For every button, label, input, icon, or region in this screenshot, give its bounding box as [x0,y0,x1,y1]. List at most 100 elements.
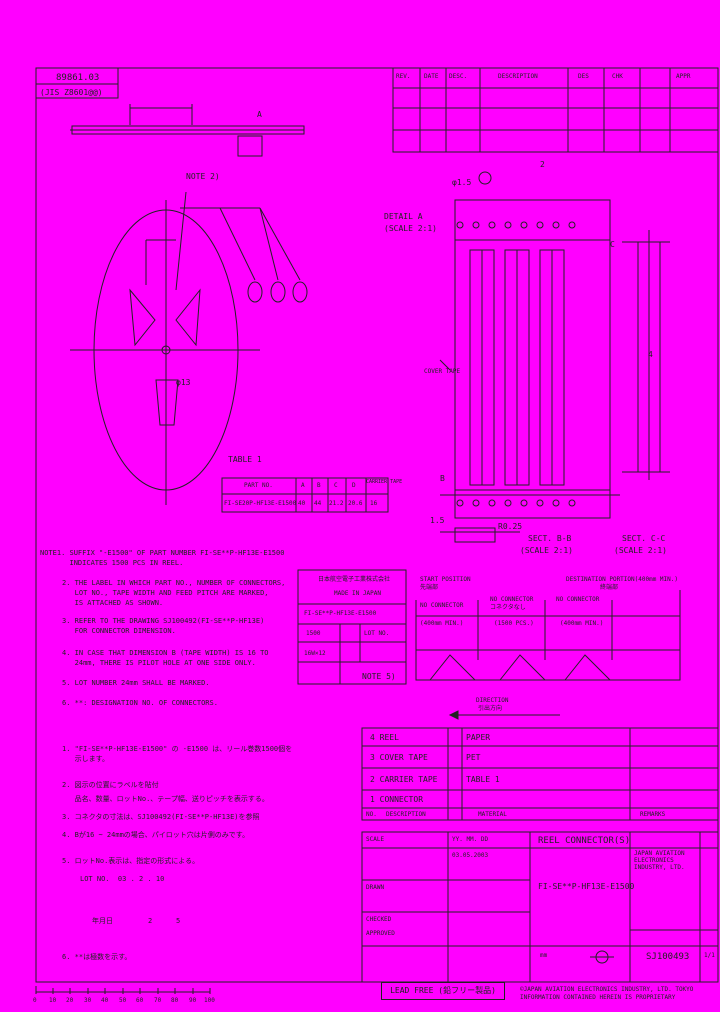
segment-end: DESTINATION PORTION(400mm MIN.) [566,576,678,583]
table1-header-a: A [301,482,305,489]
note-line: FOR CONNECTOR DIMENSION. [62,627,176,635]
segment-no-connector: NO CONNECTOR [420,602,464,609]
description-header: DESCRIPTION [498,73,538,80]
label-made-in: MADE IN JAPAN [334,590,381,597]
ruler-tick: 40 [101,997,109,1004]
cover-tape-callout: COVER TAPE [424,368,461,375]
tb-approved: APPROVED [366,930,395,937]
label-lot: LOT NO. [364,630,390,637]
note2-callout: NOTE 2) [186,172,220,181]
doc-ref: (JIS Z8601@@) [40,88,103,97]
note-jp-line: 示します。 [62,755,109,763]
lead-free-stamp: LEAD FREE (鉛フリー製品) [381,982,505,1000]
note-line: LOT NO., TAPE WIDTH AND FEED PITCH ARE M… [62,589,269,597]
ruler-tick: 10 [49,997,57,1004]
table1-header-c: C [334,482,338,489]
sect-cc-scale: (SCALE 2:1) [614,546,667,555]
segment-no-connector-3: NO CONNECTOR [556,596,600,603]
date-header: DATE [424,73,439,80]
ruler-tick: 90 [189,997,197,1004]
part-row-2-material: TABLE 1 [466,775,500,784]
part-row-4-material: PAPER [466,733,491,742]
ruler-tick: 20 [66,997,74,1004]
table1-cell-part: FI-SE20P-HF13E-E1500 [224,500,297,507]
table1-header-d: D [352,482,356,489]
note-jp-line: 品名、数量、ロットNo.、テープ幅、送りピッチを表示する。 [62,795,269,803]
note-jp-line: 6. **は極数を示す。 [62,953,132,961]
ruler-tick: 30 [84,997,92,1004]
table1-cell-c: 21.2 [329,500,344,507]
segment-2: (1500 PCS.) [494,620,534,627]
ruler-tick: 100 [204,997,215,1004]
part-row-1: 1 CONNECTOR [370,795,424,804]
table1-cell-w: 16 [370,500,378,507]
segment-no-connector-2: NO CONNECTOR [490,596,534,603]
label-c: C [610,240,615,249]
note-line: 4. IN CASE THAT DIMENSION B (TAPE WIDTH)… [62,649,269,657]
tb-company: JAPAN AVIATION ELECTRONICS INDUSTRY, LTD… [634,850,685,871]
note-jp-line: 3. コネクタの寸法は、SJ100492(FI-SE**P-HF13E)を参照 [62,813,260,821]
label-b: B [440,474,445,483]
table1-title: TABLE 1 [228,455,262,464]
ruler-tick: 70 [154,997,162,1004]
sect-bb-title: SECT. B-B [528,534,572,543]
tb-title: REEL CONNECTOR(S) [538,836,631,846]
note-jp-line: 2. 図示の位置にラベルを貼付 [62,781,159,789]
label-part-no: FI-SE**P-HF13E-E1500 [304,610,377,617]
note-line: 24mm, THERE IS PILOT HOLE AT ONE SIDE ON… [62,659,256,667]
ruler-tick: 50 [119,997,127,1004]
note-jp-line: 5. ロットNo.表示は、指定の形式による。 [62,857,200,865]
appr-header: APPR [676,73,691,80]
lot-format: LOT NO. 03 . 2 . 10 [80,875,165,883]
dim-phi1-5: φ1.5 [452,178,472,187]
tb-dates: YY. MM. DD [452,836,489,843]
segment-1: (400mm MIN.) [420,620,464,627]
table1-cell-b: 44 [314,500,322,507]
sect-cc-title: SECT. C-C [622,534,666,543]
part-row-3: 3 COVER TAPE [370,753,428,762]
dim-1-5: 1.5 [430,516,445,525]
parts-header-no: NO. [366,811,377,818]
detail-a-title: DETAIL A [384,212,423,221]
table1-cell-d: 20.6 [348,500,363,507]
label-a: A [257,110,262,119]
table1-header-part: PART NO. [244,482,273,489]
segment-start: START POSITION [420,576,471,583]
sect-bb-scale: (SCALE 2:1) [520,546,573,555]
ruler-tick: 0 [33,997,37,1004]
segment-3: (400mm MIN.) [560,620,604,627]
note-line: 6. **: DESIGNATION NO. OF CONNECTORS. [62,699,218,707]
note5-callout: NOTE 5) [362,672,396,681]
note-line: NOTE1. SUFFIX "-E1500" OF PART NUMBER FI… [40,549,285,557]
part-row-3-material: PET [466,753,481,762]
note-line: INDICATES 1500 PCS IN REEL. [40,559,184,567]
des-header: DES [578,73,589,80]
desc-header: DESC. [449,73,468,80]
rev-header: REV. [396,73,411,80]
tb-checked: CHECKED [366,916,392,923]
ruler-tick: 60 [136,997,144,1004]
lot-sub-5: 5 [176,917,181,925]
label-tape: 16W×12 [304,650,326,657]
label-company-jp: 日本航空電子工業株式会社 [318,576,391,583]
direction-jp: 引出方向 [478,705,503,712]
dim-4: 4 [648,350,653,359]
dim-r0-25: R0.25 [498,522,523,531]
tb-part-no: FI-SE**P-HF13E-E1500 [538,882,635,891]
tb-footer-2: INFORMATION CONTAINED HEREIN IS PROPRIET… [520,994,676,1001]
part-row-4: 4 REEL [370,733,399,742]
tb-drawing-no: SJ100493 [646,952,690,962]
parts-header-material: MATERIAL [478,811,507,818]
tb-drawn: DRAWN [366,884,385,891]
ruler-tick: 80 [171,997,179,1004]
part-row-2: 2 CARRIER TAPE [370,775,438,784]
tb-sheet: 1/1 [704,952,715,959]
tb-scale: SCALE [366,836,385,843]
note-line: 5. LOT NUMBER 24mm SHALL BE MARKED. [62,679,210,687]
note-jp-line: 4. Bが16 ~ 24mmの場合、パイロット穴は片側のみです。 [62,831,250,839]
lot-sub-2: 2 [148,917,153,925]
tb-units: mm [540,952,548,959]
note-jp-line: 1. "FI-SE**P-HF13E-E1500" の -E1500 は、リール… [62,745,293,753]
chk-header: CHK [612,73,623,80]
